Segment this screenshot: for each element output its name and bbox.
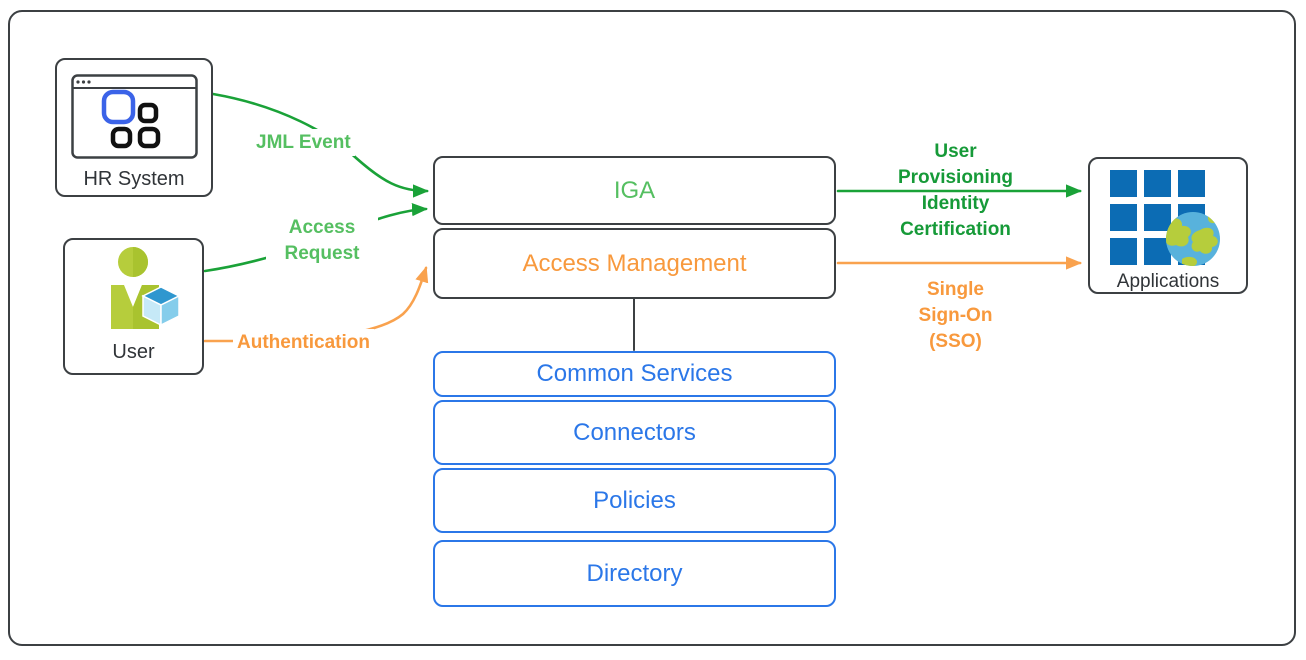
single-sign-on-label: Single Sign-On (SSO) — [918, 279, 993, 352]
policies-label: Policies — [593, 486, 676, 514]
user-node: User — [63, 238, 204, 375]
access-management-label: Access Management — [522, 249, 747, 277]
common-services-label: Common Services — [536, 360, 733, 387]
authentication-label: Authentication — [233, 329, 374, 356]
access-management-box: Access Management — [433, 228, 836, 299]
connectors-box: Connectors — [433, 400, 836, 465]
directory-label: Directory — [586, 559, 683, 587]
user-label: User — [112, 341, 155, 363]
directory-box: Directory — [433, 540, 836, 607]
hr-system-label: HR System — [83, 168, 185, 190]
hr-system-node: HR System — [55, 58, 213, 197]
policies-box: Policies — [433, 468, 836, 533]
iga-label: IGA — [613, 176, 656, 204]
app-grid-globe-icon — [1110, 170, 1220, 266]
connectors-label: Connectors — [573, 418, 696, 446]
user-provisioning-identity-certification-label: User Provisioning Identity Certification — [897, 141, 1014, 240]
applications-node: Applications — [1088, 157, 1248, 294]
common-services-box: Common Services — [433, 351, 836, 397]
person-with-cube-icon — [110, 247, 180, 329]
app-window-grid-icon — [70, 74, 198, 159]
access-request-label: Access Request — [266, 214, 378, 268]
applications-label: Applications — [1116, 271, 1220, 292]
iga-box: IGA — [433, 156, 836, 225]
diagram-frame — [8, 10, 1296, 646]
jml-event-label: JML Event — [252, 129, 355, 156]
